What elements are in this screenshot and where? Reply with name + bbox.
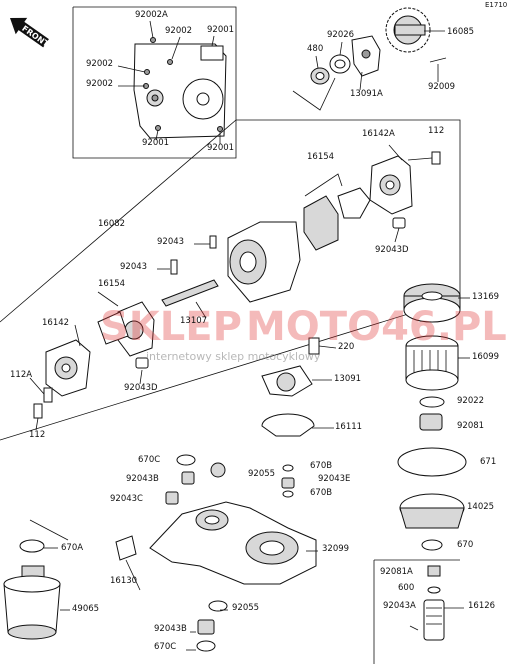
- part-label-92001-b: 92001: [142, 138, 169, 148]
- part-label-92043-a: 92043: [157, 237, 184, 247]
- part-label-92026: 92026: [327, 30, 354, 40]
- pump-cover-box: [72, 6, 237, 159]
- oil-strainer-parts: [3, 519, 70, 640]
- part-label-92055-top: 92055: [248, 469, 275, 479]
- part-label-92043-b: 92043: [120, 262, 147, 272]
- part-label-92043A: 92043A: [383, 601, 416, 611]
- part-label-16082: 16082: [98, 219, 125, 229]
- part-label-92043D-left: 92043D: [124, 383, 158, 393]
- part-label-92001-a: 92001: [207, 25, 234, 35]
- part-label-16154-bottom: 16154: [98, 279, 125, 289]
- part-label-49065: 49065: [72, 604, 99, 614]
- part-label-92001-c: 92001: [207, 143, 234, 153]
- pump-body: [157, 221, 301, 319]
- part-label-220: 220: [338, 342, 354, 352]
- part-label-92002-b: 92002: [86, 59, 113, 69]
- part-label-16130: 16130: [110, 576, 137, 586]
- part-label-16154-top: 16154: [307, 152, 334, 162]
- watermark-brand-b: MOTO46.PL: [246, 304, 507, 350]
- part-label-92081: 92081: [457, 421, 484, 431]
- part-label-670B-b: 670B: [310, 488, 332, 498]
- part-label-670C-top: 670C: [138, 455, 160, 465]
- strainer-parts: [261, 337, 337, 437]
- part-label-92055-bottom: 92055: [232, 603, 259, 613]
- part-label-92009: 92009: [428, 82, 455, 92]
- part-label-13091: 13091: [334, 374, 361, 384]
- part-label-670A: 670A: [61, 543, 83, 553]
- part-label-92043C: 92043C: [110, 494, 143, 504]
- front-arrow-icon: FRONT: [10, 17, 51, 49]
- part-label-670C-bottom: 670C: [154, 642, 176, 652]
- part-label-16099: 16099: [472, 352, 499, 362]
- part-label-16126: 16126: [468, 601, 495, 611]
- part-label-92081A: 92081A: [380, 567, 413, 577]
- watermark-brand-a: SKLEP: [100, 304, 242, 350]
- oil-pump-box: [0, 119, 461, 441]
- diagram-code: E1710: [485, 1, 507, 9]
- rotor-assembly-left: [29, 291, 155, 431]
- part-label-16142: 16142: [42, 318, 69, 328]
- part-label-92043B-bottom: 92043B: [154, 624, 187, 634]
- part-label-92002A-top: 92002A: [135, 10, 168, 20]
- watermark-tagline: internetowy sklep motocyklowy: [146, 350, 321, 363]
- part-label-671: 671: [480, 457, 496, 467]
- part-label-112-left: 112: [29, 430, 45, 440]
- part-labels: 92002A 92002 92001 92002 92002 92001 92001 480 9…: [10, 10, 499, 652]
- part-label-92043E: 92043E: [318, 474, 350, 484]
- part-label-13107: 13107: [180, 316, 207, 326]
- part-label-13091A: 13091A: [350, 89, 383, 99]
- part-label-92043D-right: 92043D: [375, 245, 409, 255]
- part-label-480: 480: [307, 44, 323, 54]
- watermark: SKLEP MOTO46.PL internetowy sklep motocy…: [100, 304, 507, 363]
- part-label-92022: 92022: [457, 396, 484, 406]
- part-label-112A: 112A: [10, 370, 32, 380]
- part-label-16111: 16111: [335, 422, 362, 432]
- part-label-16085: 16085: [447, 27, 474, 37]
- part-label-14025: 14025: [467, 502, 494, 512]
- part-label-92043B-top: 92043B: [126, 474, 159, 484]
- part-label-32099: 32099: [322, 544, 349, 554]
- part-label-92002-a: 92002: [165, 26, 192, 36]
- front-label: FRONT: [20, 24, 51, 49]
- part-label-13169: 13169: [472, 292, 499, 302]
- gear-assembly: [292, 7, 447, 111]
- part-label-16142A: 16142A: [362, 129, 395, 139]
- part-label-600: 600: [398, 583, 414, 593]
- part-label-92002-c: 92002: [86, 79, 113, 89]
- part-label-670B-a: 670B: [310, 461, 332, 471]
- oil-filter-parts: [397, 283, 470, 551]
- pump-housing: [115, 454, 318, 652]
- rotor-assembly-right: [303, 144, 441, 251]
- relief-valve-box: [373, 559, 464, 664]
- part-label-112-right: 112: [428, 126, 444, 136]
- part-label-670: 670: [457, 540, 473, 550]
